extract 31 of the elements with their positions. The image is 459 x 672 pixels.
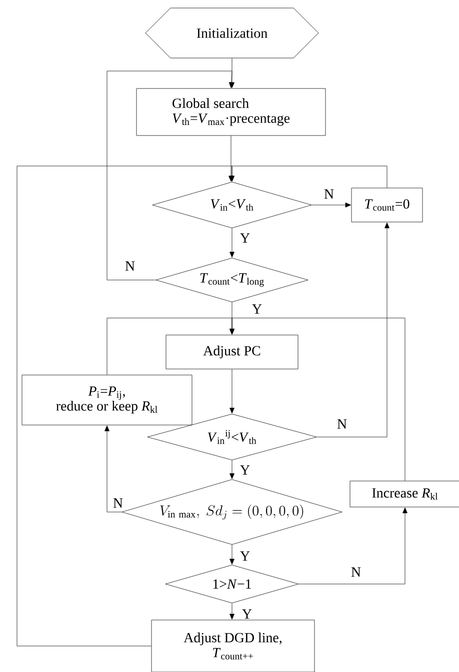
arrow bbox=[16, 166, 234, 646]
arrow bbox=[230, 166, 388, 188]
process-box: Increase R$_{kl}$ bbox=[350, 480, 459, 508]
arrow bbox=[106, 70, 234, 280]
arrow bbox=[230, 460, 234, 479]
process-box: P$_{i}$=P$_{ij}$, reduce or keep R$_{kl}$ bbox=[22, 374, 192, 426]
process-box: Global search V$_{th}$=V$_{max}$·precentage bbox=[136, 88, 326, 136]
process-box: Adjust DGD line, T$_{count++}$ bbox=[151, 620, 315, 672]
process-box: T$_{count}$=0 bbox=[351, 188, 423, 222]
edge-label: N bbox=[112, 497, 124, 509]
arrow bbox=[316, 222, 390, 438]
edge-label: Y bbox=[238, 232, 252, 244]
edge-label: Y bbox=[238, 550, 252, 562]
arrow bbox=[312, 202, 351, 208]
arrow bbox=[230, 369, 234, 414]
edge-label: Y bbox=[250, 303, 264, 315]
edge-label: N bbox=[336, 418, 348, 430]
arrow bbox=[106, 318, 234, 375]
process-box: Adjust PC bbox=[166, 334, 298, 370]
edge-label: Y bbox=[240, 608, 254, 620]
edge-label: Y bbox=[238, 464, 252, 476]
arrow bbox=[104, 426, 122, 512]
start-hexagon: Initialization bbox=[145, 8, 319, 58]
arrow bbox=[230, 603, 234, 620]
arrow bbox=[298, 508, 408, 584]
edge-label: N bbox=[322, 188, 336, 200]
arrow bbox=[230, 544, 234, 564]
arrow bbox=[230, 318, 406, 481]
edge-label: N bbox=[124, 260, 136, 272]
arrow bbox=[230, 228, 234, 258]
edge-label: N bbox=[350, 566, 362, 578]
